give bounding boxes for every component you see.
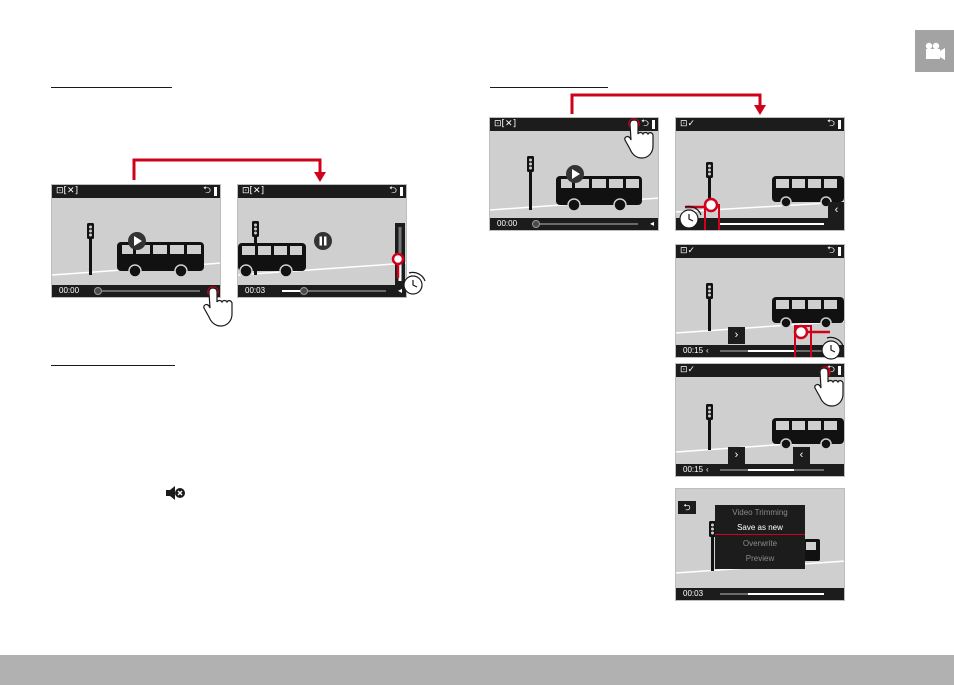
status-bar: ⊡[✕] ⮌	[52, 185, 220, 198]
heading-rule-2	[51, 365, 175, 366]
step-back-icon[interactable]: ‹	[706, 346, 709, 355]
back-arrow-icon[interactable]: ⮌	[678, 501, 696, 514]
next-frame-button[interactable]: ›	[728, 327, 745, 344]
rotary-dial-icon	[403, 271, 426, 295]
video-camera-icon	[925, 42, 945, 60]
trim-bar	[676, 218, 844, 230]
scene-bus-traffic-light	[52, 223, 220, 278]
status-bar: ⊡[✕] ⮌	[490, 118, 658, 131]
mode-label: ⊡✓	[680, 246, 696, 256]
status-bar: ⊡[✕] ⮌	[238, 185, 406, 198]
heading-rule-3	[490, 87, 608, 88]
previous-frame-button[interactable]: ‹	[793, 447, 810, 464]
progress-track[interactable]	[282, 290, 386, 292]
mode-label: ⊡✓	[680, 119, 696, 129]
menu-item-preview[interactable]: Preview	[745, 554, 775, 563]
menu-title: Video Trimming	[732, 508, 788, 517]
progress-fill	[282, 290, 304, 292]
trim-bar: 00:15 ‹	[676, 345, 844, 357]
progress-knob[interactable]	[300, 287, 308, 295]
trim-selection	[748, 350, 794, 352]
battery-icon	[838, 247, 841, 256]
screen-trim-menu: ⮌ Video Trimming Save as new Overwrite P…	[675, 488, 845, 601]
screen-trim-confirm: ⊡✓ ⮌ › ‹ 00:15 ‹	[675, 363, 845, 477]
screen-trim-start-marker: ⊡✓ ⮌ ‹	[675, 117, 845, 231]
volume-icon[interactable]: ◂	[397, 286, 402, 295]
mode-label: ⊡[✕]	[494, 119, 517, 129]
scene-bus-traffic-light	[238, 221, 406, 285]
time-readout: 00:03	[683, 589, 704, 598]
progress-fill	[748, 593, 824, 595]
screen-trim-start: ⊡[✕] ⮌ 00:00 ◂	[489, 117, 659, 231]
battery-icon	[838, 366, 841, 375]
chapter-tab	[915, 30, 954, 72]
back-arrow-icon[interactable]: ⮌	[826, 118, 835, 129]
playback-bar: 00:00 ◂	[52, 285, 220, 297]
trim-start-marker[interactable]	[704, 204, 720, 230]
menu-item-save-as-new[interactable]: Save as new	[715, 522, 805, 535]
trim-selection	[720, 223, 824, 225]
progress-knob[interactable]	[532, 220, 540, 228]
heading-rule-1	[51, 87, 172, 88]
time-readout: 00:00	[59, 286, 80, 295]
mode-label: ⊡[✕]	[56, 186, 79, 196]
playback-bar: 00:03	[676, 588, 844, 600]
battery-icon	[214, 187, 217, 196]
previous-frame-button[interactable]: ‹	[828, 202, 844, 219]
battery-icon	[838, 120, 841, 129]
menu-item-overwrite[interactable]: Overwrite	[742, 539, 778, 548]
progress-track[interactable]	[96, 290, 200, 292]
speaker-muted-icon	[166, 486, 185, 500]
time-readout: 00:00	[497, 219, 518, 228]
screen-trim-end-marker: ⊡✓ ⮌ › 00:15 ‹	[675, 244, 845, 358]
video-trimming-menu: Video Trimming Save as new Overwrite Pre…	[715, 505, 805, 569]
back-arrow-icon[interactable]: ⮌	[826, 245, 835, 256]
status-bar: ⊡✓ ⮌	[676, 364, 844, 377]
screen-playback-start: ⊡[✕] ⮌ 00:00 ◂	[51, 184, 221, 298]
battery-icon	[652, 120, 655, 129]
footer-bar	[0, 655, 954, 685]
scene-bus-traffic-light	[676, 162, 844, 213]
next-frame-button[interactable]: ›	[728, 447, 745, 464]
volume-icon[interactable]: ◂	[649, 219, 654, 228]
time-readout: 00:15	[683, 465, 704, 474]
back-arrow-icon[interactable]: ⮌	[826, 364, 835, 375]
trim-end-marker[interactable]	[794, 325, 812, 357]
back-arrow-icon[interactable]: ⮌	[388, 185, 397, 196]
step-back-icon[interactable]: ‹	[706, 465, 709, 474]
scene-bus-traffic-light	[490, 156, 658, 212]
time-readout: 00:15	[683, 346, 704, 355]
back-arrow-icon[interactable]: ⮌	[202, 185, 211, 196]
trim-bar: 00:15 ‹	[676, 464, 844, 476]
volume-icon[interactable]: ◂	[211, 286, 216, 295]
status-bar: ⊡✓ ⮌	[676, 118, 844, 131]
progress-track[interactable]	[534, 223, 638, 225]
scene-bus-traffic-light	[676, 283, 844, 334]
trim-selection	[748, 469, 794, 471]
status-bar: ⊡✓ ⮌	[676, 245, 844, 258]
screen-playback-paused: ⊡[✕] ⮌ 00:03 ◂	[237, 184, 407, 298]
playback-bar: 00:03 ◂	[238, 285, 406, 297]
back-arrow-icon[interactable]: ⮌	[640, 118, 649, 129]
progress-knob[interactable]	[94, 287, 102, 295]
time-readout: 00:03	[245, 286, 266, 295]
mode-label: ⊡✓	[680, 365, 696, 375]
scene-bus-traffic-light	[676, 404, 844, 453]
mode-label: ⊡[✕]	[242, 186, 265, 196]
playback-bar: 00:00 ◂	[490, 218, 658, 230]
battery-icon	[400, 187, 403, 196]
